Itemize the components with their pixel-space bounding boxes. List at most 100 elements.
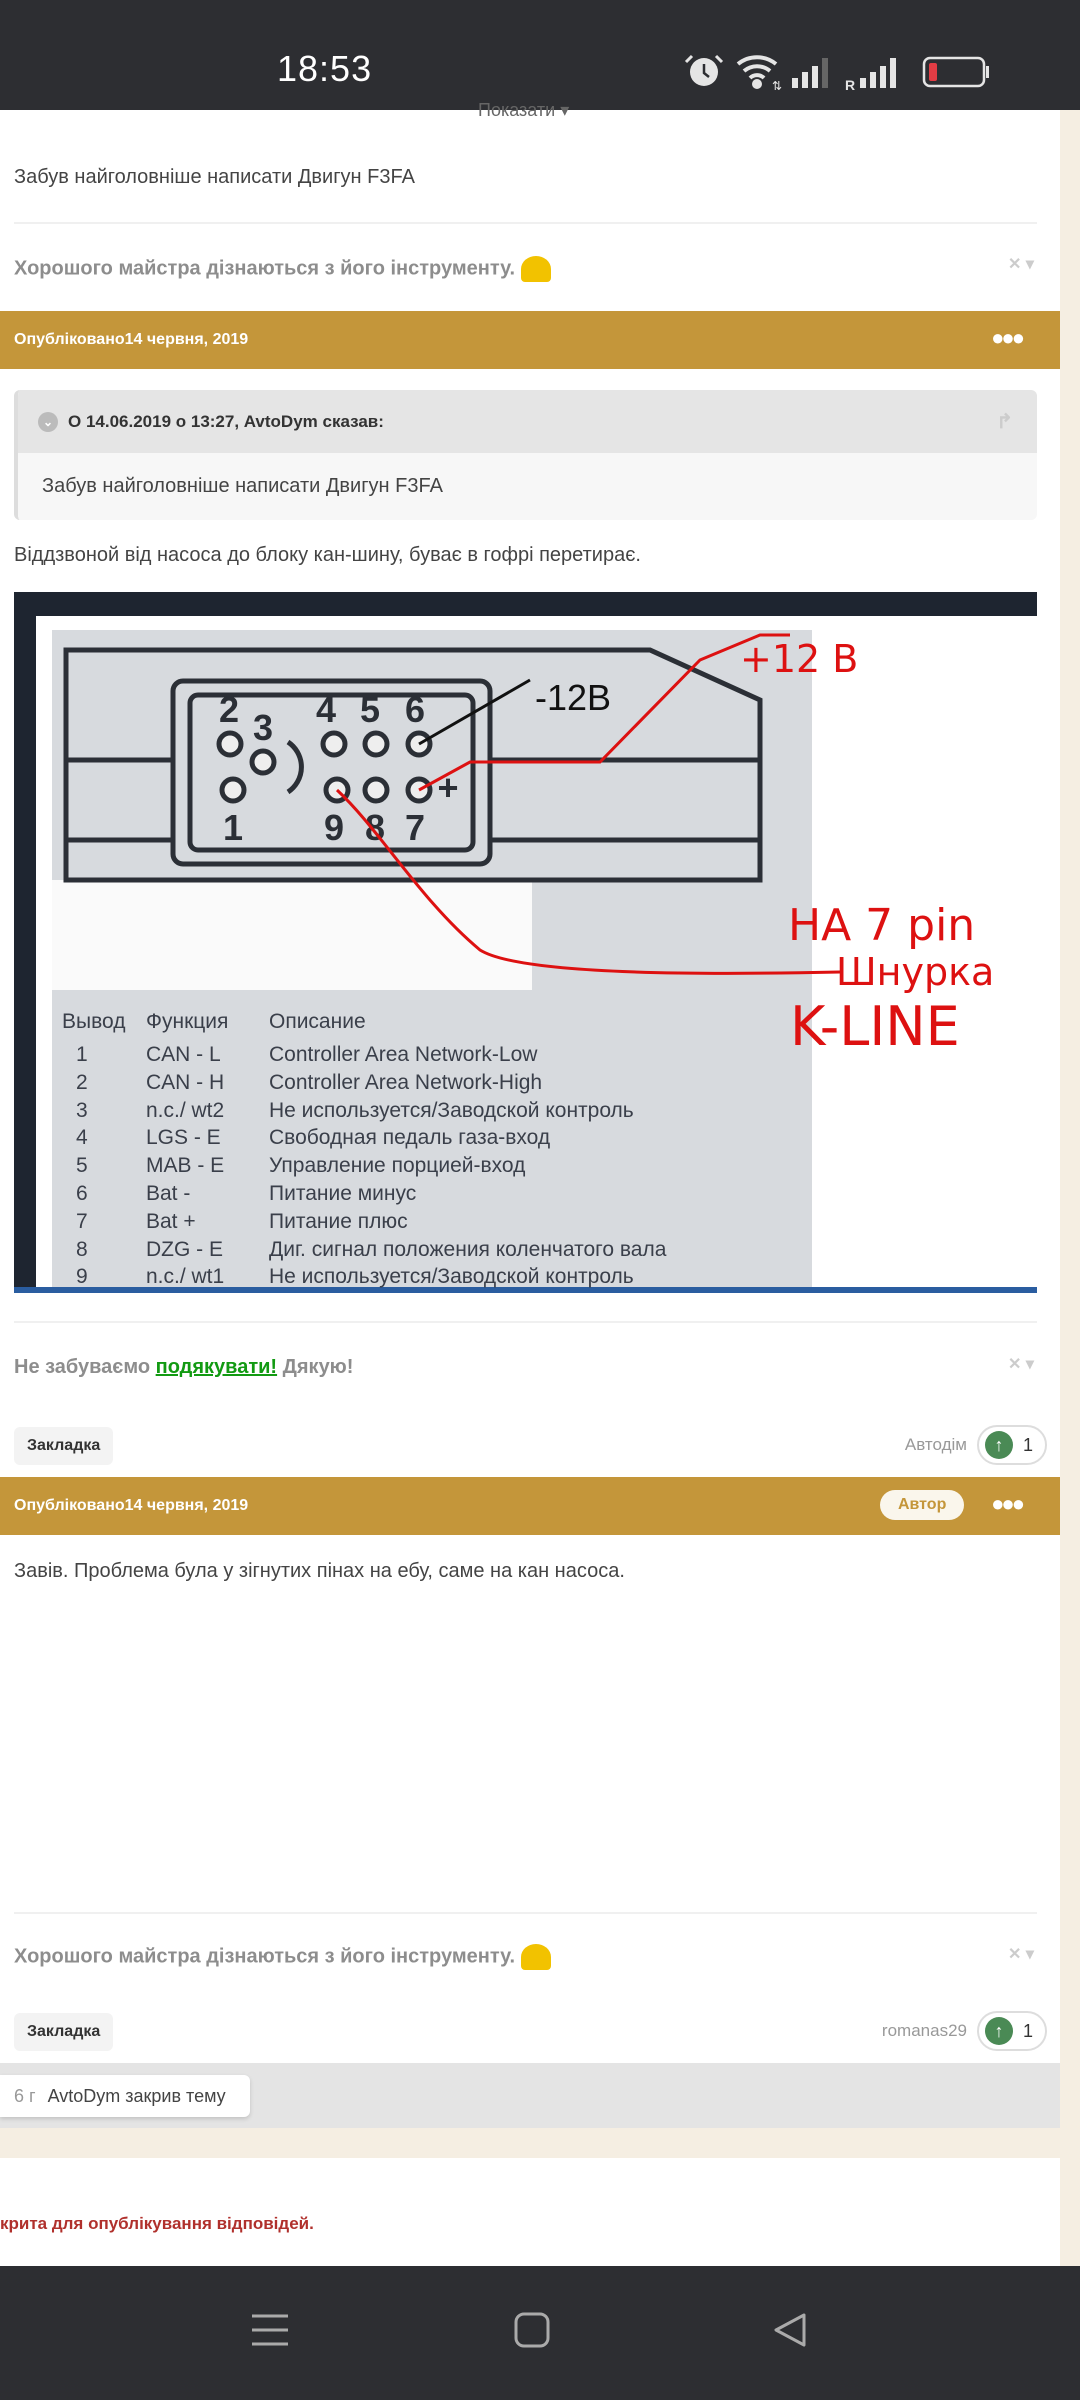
back-icon[interactable] — [772, 2312, 808, 2348]
bookmark-button[interactable]: Закладка — [14, 2013, 114, 2051]
table-cell: Не используется/Заводской контроль — [269, 1265, 634, 1289]
table-cell: Controller Area Network-Low — [269, 1043, 538, 1066]
table-cell: 8 — [76, 1237, 88, 1261]
reputation: Автодім ↑1 — [905, 1425, 1047, 1465]
svg-text:4: 4 — [316, 689, 336, 730]
event-time: 6 г — [14, 2085, 36, 2106]
table-cell: Свободная педаль газа-вход — [269, 1126, 551, 1150]
arrow-up-icon: ↑ — [984, 1431, 1013, 1459]
published-date: Опубліковано14 червня, 2019 — [14, 331, 249, 348]
event-bar: 6 г AvtoDym закрив тему — [0, 2063, 1060, 2128]
annotation-to-pin7: НА 7 pin — [788, 900, 975, 951]
signature: Не забуваємо подякувати! Дякую! — [14, 1356, 354, 1378]
table-cell: 6 — [76, 1182, 88, 1205]
upvote-button[interactable]: ↑1 — [976, 1425, 1047, 1465]
bookmark-button[interactable]: Закладка — [14, 1427, 114, 1465]
table-cell: Диг. сигнал положения коленчатого вала — [269, 1237, 667, 1261]
table-cell: Bat - — [146, 1182, 191, 1205]
post-header: Опубліковано14 червня, 2019 ●●● — [0, 311, 1060, 369]
table-cell: 9 — [76, 1265, 88, 1289]
collapse-icon[interactable]: ⌄ — [38, 411, 58, 432]
hide-signature-button[interactable]: ✕ ▾ — [1008, 1356, 1034, 1373]
connector-pinout-image[interactable]: 2 4 5 6 3 1 9 8 7 + +12 В НА 7 pin Шнурк… — [14, 592, 1037, 1293]
page-gap — [0, 2128, 1080, 2158]
table-cell: n.c./ wt1 — [146, 1265, 225, 1289]
post-text: Завів. Проблема була у зігнутих пінах на… — [14, 1560, 625, 1582]
svg-text:3: 3 — [253, 707, 273, 748]
reputation: romanas29 ↑1 — [882, 2011, 1047, 2051]
table-cell: Controller Area Network-High — [269, 1070, 543, 1094]
signature-text: Хорошого майстра дізнаються з його інстр… — [14, 257, 516, 280]
more-options-button[interactable]: ●●● — [991, 1491, 1025, 1516]
table-cell: Питание плюс — [269, 1209, 408, 1233]
svg-text:5: 5 — [360, 689, 380, 730]
svg-text:6: 6 — [405, 689, 425, 730]
annotation-plus12: +12 В — [740, 637, 858, 681]
roaming-label: R — [845, 77, 855, 92]
show-more-link[interactable]: Показати ▾ — [478, 100, 570, 120]
divider — [14, 1912, 1037, 1914]
table-cell: CAN - H — [146, 1070, 225, 1094]
thank-link[interactable]: подякувати! — [155, 1356, 278, 1378]
table-cell: DZG - E — [146, 1237, 223, 1261]
hide-signature-button[interactable]: ✕ ▾ — [1008, 1946, 1034, 1963]
table-cell: Bat + — [146, 1209, 196, 1233]
upvote-button[interactable]: ↑1 — [976, 2011, 1047, 2051]
share-quote-icon[interactable]: ↱ — [996, 411, 1013, 433]
table-cell: 2 — [76, 1070, 88, 1094]
arrow-up-icon: ↑ — [984, 2017, 1013, 2045]
page-background-strip — [1060, 110, 1080, 2266]
alarm-icon — [684, 54, 724, 86]
event-text: AvtoDym закрив тему — [47, 2085, 226, 2106]
table-cell: CAN - L — [146, 1043, 221, 1066]
red-wires — [335, 633, 841, 975]
menu-icon[interactable] — [250, 2310, 290, 2350]
roaming-signal-icon — [860, 58, 896, 88]
more-options-button[interactable]: ●●● — [991, 325, 1025, 350]
emoji-icon — [520, 1944, 551, 1970]
table-cell: Управление порцией-вход — [269, 1154, 526, 1178]
table-cell: LGS - E — [146, 1126, 221, 1150]
quote-block: ⌄ О 14.06.2019 о 13:27, AvtoDym сказав: … — [14, 390, 1037, 520]
post-text: Забув найголовніше написати Двигун F3FA — [14, 166, 415, 188]
author-badge: Автор — [880, 1490, 965, 1520]
battery-low-icon — [922, 56, 989, 88]
table-cell: 7 — [76, 1209, 88, 1233]
redacted-area — [52, 880, 532, 990]
closed-notice: крита для опублікування відповідей. — [0, 2214, 314, 2233]
table-cell: 1 — [76, 1043, 88, 1066]
table-header-cell: Функция — [146, 1010, 229, 1033]
table-cell: Питание минус — [269, 1182, 417, 1205]
status-icons: ⇅ R — [684, 54, 989, 92]
divider — [14, 1321, 1037, 1323]
post-text: Віддзвоной від насоса до блоку кан-шину,… — [14, 544, 641, 566]
hide-signature-button[interactable]: ✕ ▾ — [1008, 256, 1034, 273]
reactor-name[interactable]: romanas29 — [881, 2021, 967, 2040]
svg-text:1: 1 — [223, 807, 243, 848]
svg-text:2: 2 — [219, 689, 239, 730]
reactor-name[interactable]: Автодім — [904, 1435, 967, 1454]
status-bar: 18:53 ⇅ R — [0, 0, 1080, 110]
emoji-icon — [520, 256, 551, 282]
table-cell: n.c./ wt2 — [146, 1098, 225, 1122]
data-arrows-icon: ⇅ — [772, 79, 782, 92]
home-icon[interactable] — [514, 2312, 550, 2348]
svg-text:7: 7 — [405, 807, 425, 848]
divider — [14, 222, 1037, 224]
wifi-icon — [736, 55, 778, 89]
quote-citation: О 14.06.2019 о 13:27, AvtoDym сказав: — [68, 411, 384, 431]
navigation-bar — [0, 2266, 1080, 2400]
table-cell: 3 — [76, 1098, 88, 1122]
annotation-minus12: -12В — [535, 677, 611, 718]
annotation-kline: K-LINE — [790, 995, 960, 1058]
table-header-cell: Описание — [269, 1010, 366, 1033]
clock: 18:53 — [277, 48, 373, 89]
signature: Хорошого майстра дізнаються з його інстр… — [14, 256, 551, 282]
reaction-count: 1 — [1022, 2020, 1033, 2041]
table-cell: Не используется/Заводской контроль — [269, 1098, 634, 1122]
signature: Хорошого майстра дізнаються з його інстр… — [14, 1944, 551, 1970]
table-cell: 4 — [76, 1126, 88, 1150]
published-date: Опубліковано14 червня, 2019 — [14, 1497, 249, 1514]
quote-header: ⌄ О 14.06.2019 о 13:27, AvtoDym сказав: … — [18, 390, 1037, 453]
annotation-cable: Шнурка — [836, 950, 994, 994]
